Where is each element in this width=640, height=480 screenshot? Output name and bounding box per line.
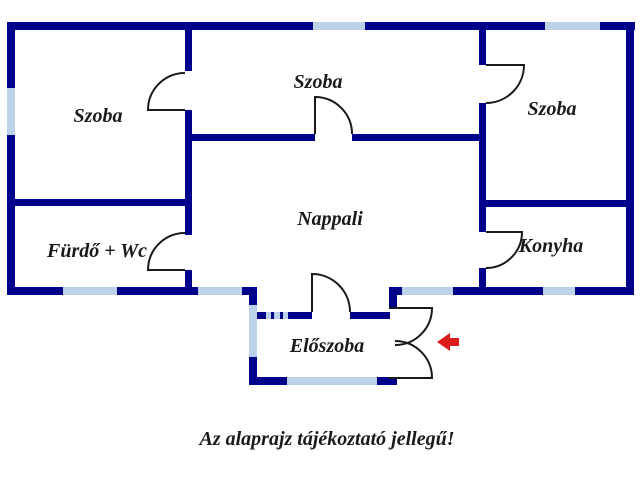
door-swing-icon-szoba-middle: [314, 95, 353, 135]
disclaimer-caption: Az alaprajz tájékoztató jellegű!: [197, 428, 454, 450]
door-swing-icon-furdo: [146, 232, 186, 271]
wall-eloszoba-right: [389, 287, 397, 308]
window-icon-top-middle: [313, 22, 365, 30]
door-swing-icon-szoba-right: [485, 64, 526, 104]
window-tick-2: [280, 312, 283, 319]
window-icon-eloszoba-left: [249, 305, 257, 357]
interior-walls: [15, 30, 626, 287]
window-icon-top-right: [545, 22, 600, 30]
window-tick-1: [271, 312, 274, 319]
doors: [146, 64, 526, 379]
room-label-eloszoba: Előszoba: [289, 335, 364, 357]
window-icon-eloszoba-top: [266, 312, 288, 319]
wall-divider2-middle: [479, 103, 486, 232]
wall-furdo-szoba-divider: [15, 199, 185, 206]
wall-divider1-bottom: [185, 270, 192, 287]
wall-exterior-bottom-right: [389, 287, 634, 295]
wall-exterior-right: [626, 22, 634, 295]
window-icon-bottom-konyha: [543, 287, 575, 295]
wall-nappali-szoba-right: [352, 134, 479, 141]
entrance-arrow-icon: [437, 333, 459, 351]
wall-divider2-top: [479, 30, 486, 65]
wall-nappali-szoba-left: [192, 134, 315, 141]
room-label-szoba-right: Szoba: [528, 98, 577, 120]
room-label-szoba-middle: Szoba: [294, 71, 343, 93]
wall-divider1-top: [185, 30, 192, 71]
window-icon-left-szoba: [7, 88, 15, 135]
window-icon-bottom-nappali: [198, 287, 242, 295]
door-swing-icon-nappali-eloszoba: [311, 272, 351, 313]
wall-exterior-bottom-left: [7, 287, 257, 295]
wall-divider1-middle: [185, 110, 192, 235]
door-swing-icon-szoba-left: [146, 72, 186, 111]
wall-exterior-left: [7, 22, 15, 295]
wall-eloszoba-top-right: [350, 312, 390, 319]
door-swing-icon-konyha: [485, 231, 524, 269]
wall-divider2-bottom: [479, 268, 486, 287]
wall-konyha-szoba-divider: [486, 200, 626, 207]
room-label-szoba-left: Szoba: [74, 105, 123, 127]
window-icon-bottom-furdo: [63, 287, 117, 295]
window-icon-eloszoba-bottom: [287, 377, 377, 385]
room-label-nappali: Nappali: [296, 208, 363, 230]
room-label-konyha: Konyha: [518, 235, 583, 257]
room-labels: Szoba Szoba Szoba Nappali Fürdő + Wc Kon…: [46, 71, 583, 357]
windows: [7, 22, 600, 385]
entrance-door-icon: [389, 307, 434, 379]
room-label-furdo-wc: Fürdő + Wc: [46, 240, 147, 262]
window-icon-bottom-right1: [402, 287, 453, 295]
